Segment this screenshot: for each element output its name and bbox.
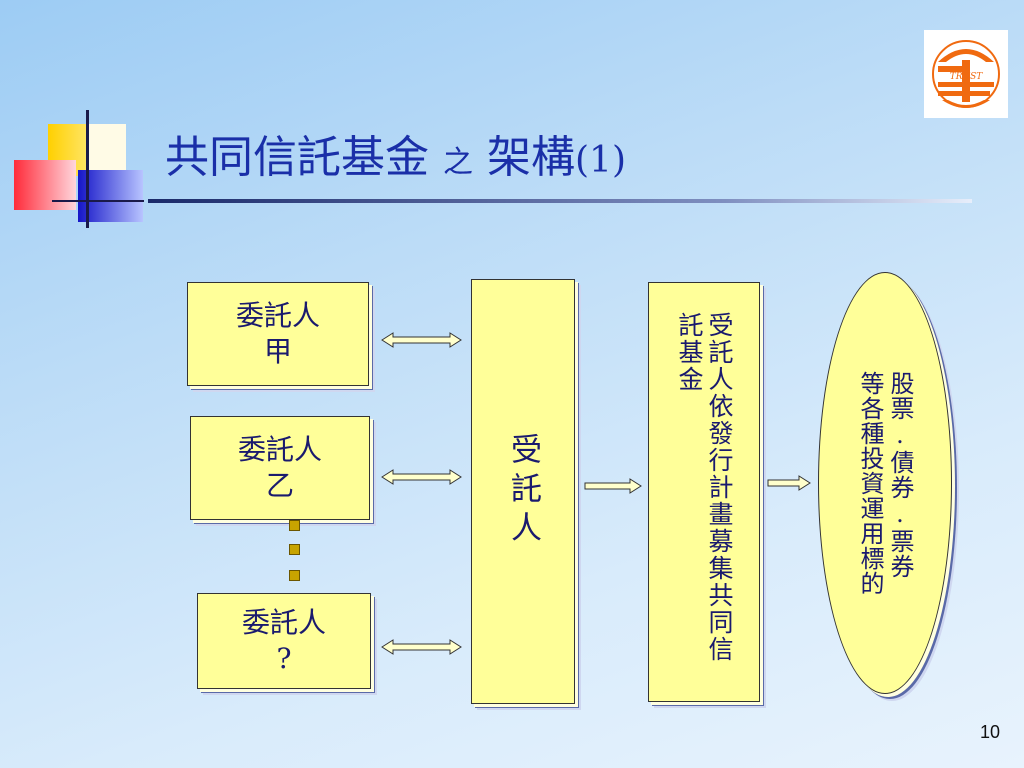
- settlor-label: 委託人: [237, 433, 322, 466]
- page-number: 10: [979, 722, 1000, 742]
- arrow-plan-to-targets: [767, 475, 811, 491]
- double-arrow-b: [381, 469, 462, 485]
- investment-targets-label: 股票.債券.票券等各種投資運用標的: [856, 371, 914, 596]
- double-arrow-c: [381, 639, 462, 655]
- ellipsis-dot: [289, 570, 300, 581]
- fund-plan-box: 受託人依發行計畫募集共同信託基金: [648, 282, 760, 702]
- trustee-label: 受託人: [505, 433, 541, 550]
- settlor-box-a: 委託人 甲: [187, 282, 369, 386]
- settlor-label: 委託人: [241, 606, 326, 639]
- decor-white-square: [88, 124, 126, 176]
- ellipsis-dot: [289, 544, 300, 555]
- settlor-box-b: 委託人 乙: [190, 416, 370, 520]
- settlor-label: 委託人: [235, 299, 320, 332]
- settlor-name: 乙: [265, 469, 294, 502]
- title-sub: 架構: [487, 132, 575, 183]
- investment-targets-ellipse: 股票.債券.票券等各種投資運用標的: [818, 272, 952, 694]
- title-connector: 之: [443, 145, 473, 180]
- ellipsis-dot: [289, 520, 300, 531]
- settlor-name: 甲: [263, 335, 292, 368]
- logo-text: TRUST: [950, 72, 984, 82]
- double-arrow-a: [381, 332, 462, 348]
- title-underline: [148, 199, 972, 203]
- title-paren: (1): [575, 140, 626, 181]
- slide-title: 共同信託基金 之 架構(1): [165, 128, 626, 193]
- fund-plan-label: 受託人依發行計畫募集共同信託基金: [675, 312, 734, 663]
- trustee-box: 受託人: [471, 279, 575, 704]
- decor-horizontal-line: [52, 200, 144, 202]
- decor-vertical-line: [86, 110, 89, 228]
- trust-logo-icon: TRUST: [932, 40, 1000, 108]
- title-main: 共同信託基金: [165, 132, 429, 183]
- arrow-trustee-to-plan: [584, 478, 642, 494]
- trust-logo: TRUST: [924, 30, 1008, 118]
- settlor-box-c: 委託人 ?: [197, 593, 371, 689]
- settlor-name: ?: [276, 642, 292, 675]
